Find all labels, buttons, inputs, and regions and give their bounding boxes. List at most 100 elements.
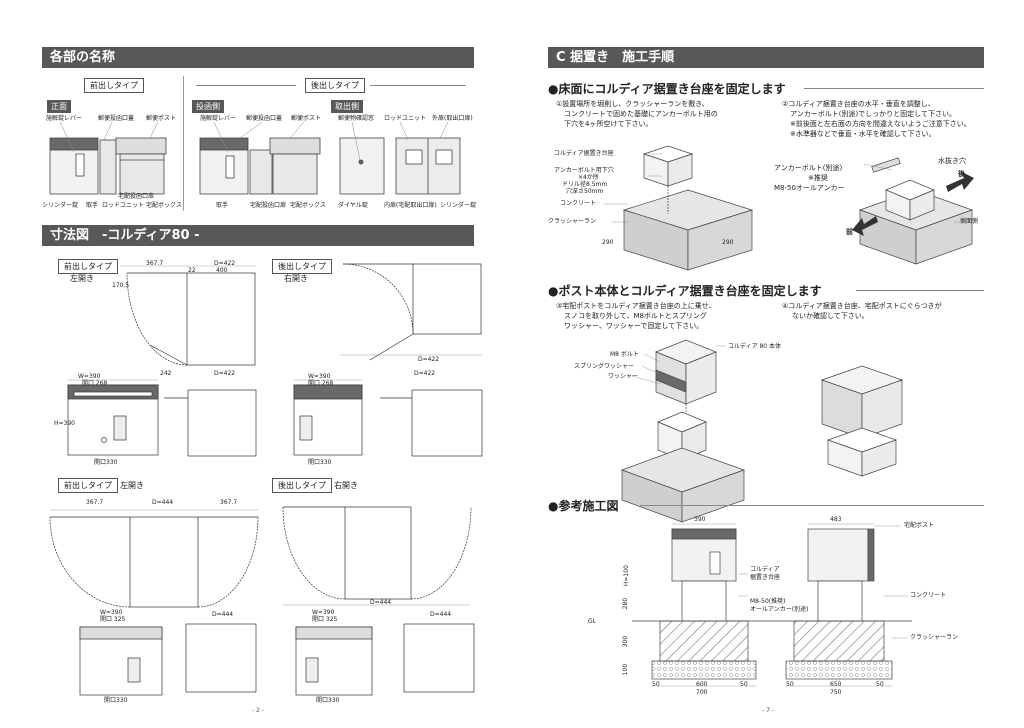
label-insert-side: 投函側 [192,100,224,113]
dim-label: 170.5 [112,282,130,289]
dim-label: 22 [188,267,196,274]
right-page: C 据置き 施工手順 ●床面にコルディア据置き台座を固定します ①設置場所を堀削… [512,0,1024,728]
divider [370,85,466,86]
label-base: コルディア据置き台座 [554,150,614,157]
label-anchor: アンカーボルト(別途) [774,164,843,172]
section-title-parts: 各部の名称 [42,47,474,68]
heading-reference: ●参考施工図 [548,499,619,513]
section-title-dimensions: 寸法図 -コルディア80 - [42,225,474,246]
part-label: 郵便ポスト [146,115,177,122]
open-direction: 右開き [334,481,358,490]
heading-fix-base: ●床面にコルディア据置き台座を固定します [548,82,786,96]
heading-fix-body: ●ポスト本体とコルディア据置き台座を固定します [548,284,822,298]
dim-label: H=390 [54,420,75,427]
open-direction: 左開き [70,274,94,283]
dim-label: 290 [602,239,614,246]
part-label: 施解錠レバー [46,115,83,122]
label-front: 正面 [47,100,71,113]
dim-label: 開口330 [308,459,332,466]
label-side: 側面側 [960,218,979,225]
step-text: ※前後面と左右面の方向を間違えないようご注意下さい。 [790,120,971,128]
part-label: ロッドユニット [102,202,145,209]
type-label: 前出しタイプ [58,478,118,493]
dim-label: 50 [786,681,794,688]
dim-label: 400 [216,267,228,274]
left-page: 各部の名称 前出しタイプ 後出しタイプ 正面 投函側 取出側 施解錠レバー 郵便… [42,47,483,714]
part-label: 宅配投函口扉 [250,202,287,209]
part-label: 郵便投函口蓋 [98,115,135,122]
dim-label: D=444 [430,611,452,618]
label-hole: 穴深さ50mm [566,188,604,195]
part-label: シリンダー錠 [440,202,477,209]
label-anchor: オールアンカー(別途) [750,606,809,613]
part-label: 郵便物確認窓 [338,115,375,122]
body-install-drawing [620,339,904,523]
type-label: 後出しタイプ [272,259,332,274]
label-body: コルディア 80 本体 [728,343,782,350]
dim-label: 開口 268 [82,380,108,387]
dim-label: W=390 [100,609,123,616]
label-anchor: ※推奨 [808,174,828,182]
reference-drawing [632,523,912,687]
dim-label: 367.7 [220,499,238,506]
label-front: 前 [846,228,853,236]
label-base: 据置き台座 [750,574,781,581]
dim-label: 開口330 [94,459,118,466]
dim-label: 開口 268 [308,380,334,387]
type-label-front: 前出しタイプ [84,78,144,93]
label-crusher: クラッシャーラン [910,634,959,641]
dim-label: 483 [830,516,842,523]
step-text: コンクリートで固めた基礎にアンカーボルト用の [564,110,718,118]
label-m8-bolt: M8 ボルト [610,351,639,358]
dim-label: 242 [160,370,172,377]
dim-label: 50 [740,681,748,688]
label-anchor: M8-50オールアンカー [774,184,845,192]
label-anchor: M8-50(推奨) [750,598,786,605]
step-text: ないか確認して下さい。 [792,312,869,320]
dim-label: H=100 [622,565,630,587]
part-label: 宅配ボックス [290,202,326,209]
part-label: 郵便投函口蓋 [246,115,283,122]
step-text: アンカーボルト(別途)でしっかりと固定して下さい。 [790,110,956,118]
dim-label: D=444 [370,599,392,606]
label-concrete: コンクリート [910,592,947,599]
divider [196,85,296,86]
dim-label: 367.7 [146,260,164,267]
dim-label: 50 [876,681,884,688]
dimension-drawings [49,263,483,696]
base-install-drawing [604,145,974,271]
dim-label: D=422 [214,370,236,377]
type-label-back: 後出しタイプ [305,78,365,93]
dim-label: 300 [622,635,630,648]
page-number: - 2 - [252,707,264,714]
label-back: 後 [958,170,965,178]
step-text: ③宅配ポストをコルディア据置き台座の上に乗せ、 [556,302,716,310]
step-text: ①設置場所を堀削し、クラッシャーランを敷き、 [556,100,709,108]
label-drain: 水抜き穴 [938,157,966,165]
step-text: ④コルディア据置き台座、宅配ポストにぐらつきが [782,302,942,310]
step-text: ②コルディア据置き台座の水平・垂直を調整し、 [782,100,935,108]
part-label: 宅配ボックス [146,202,182,209]
part-label: 郵便ポスト [291,115,322,122]
type-label: 前出しタイプ [58,259,118,274]
dim-label: 開口330 [104,697,128,704]
dim-label: 600 [696,681,708,688]
step-text: ワッシャー、ワッシャーで固定して下さい。 [564,322,704,330]
dim-label: 開口 325 [312,616,338,623]
dim-label: 50 [652,681,660,688]
dim-label: D=444 [212,611,234,618]
part-label: ダイヤル錠 [338,202,368,209]
divider [856,290,984,291]
divider [804,88,984,89]
label-base: コルディア [750,566,780,573]
part-label: 内扉(宅配取出口扉) [384,202,437,209]
divider [183,76,184,211]
open-direction: 右開き [284,274,308,283]
open-direction: 左開き [120,481,144,490]
page-number: - 7 - [762,707,774,714]
dim-label: W=390 [312,609,335,616]
dim-label: 290 [722,239,734,246]
label-hole: ×4か所 [578,174,599,181]
dim-label: 650 [830,681,842,688]
part-label: 外扉(取出口扉) [432,115,473,122]
